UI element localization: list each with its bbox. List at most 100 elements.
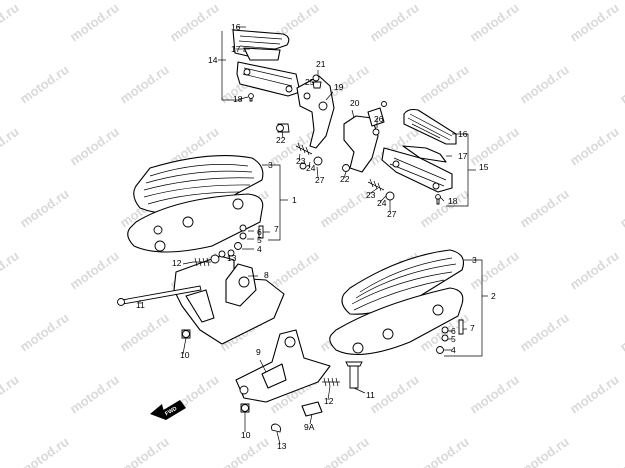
watermark-text: motod.ru: [417, 186, 472, 231]
part-number-label: 1: [292, 195, 297, 205]
bolt-11-left: [117, 285, 202, 306]
fasteners-4-7-left: [227, 224, 264, 257]
leader-line: [316, 166, 319, 179]
part-number-label: 17: [458, 151, 468, 161]
part-number-label: 15: [479, 162, 489, 172]
part-number-label: 11: [366, 390, 375, 400]
watermark-text: motod.ru: [567, 372, 622, 417]
part-number-label: 7: [274, 224, 279, 234]
part-number-label: 18: [448, 196, 458, 206]
part-number-label: 22: [340, 174, 350, 184]
part-number-label: 10: [180, 350, 190, 360]
leader-line: [325, 91, 334, 101]
leader-line: [439, 196, 445, 202]
part-number-label: 12: [324, 396, 334, 406]
leader-line: [351, 109, 355, 119]
watermark-text: motod.ru: [567, 124, 622, 169]
watermark-text: motod.ru: [517, 62, 572, 107]
watermark-text: motod.ru: [467, 0, 522, 44]
watermark-text: motod.ru: [67, 248, 122, 293]
mount-bracket-9: [235, 329, 331, 403]
watermark-text: motod.ru: [317, 186, 372, 231]
watermark-text: motod.ru: [467, 124, 522, 169]
part-number-label: 8: [264, 270, 269, 280]
leader-line: [368, 187, 379, 195]
part-number-label: 11: [136, 300, 145, 310]
watermark-text: motod.ru: [117, 310, 172, 355]
spring-12-13-left: [193, 250, 226, 267]
watermark-text: motod.ru: [0, 372, 22, 417]
watermark-text: motod.ru: [567, 0, 622, 44]
watermark-text: motod.ru: [117, 434, 172, 468]
watermark-text: motod.ru: [17, 62, 72, 107]
floorboard-right: [329, 249, 465, 355]
part-number-label: 3: [268, 160, 273, 170]
part-number-label: 16: [231, 22, 241, 32]
leader-line: [309, 413, 313, 425]
watermark-text: motod.ru: [117, 62, 172, 107]
bolt-10-left: [181, 329, 191, 339]
leader-line: [276, 431, 281, 445]
bolt-11-right: [345, 361, 363, 389]
leader-line: [379, 195, 387, 203]
watermark-text: motod.ru: [517, 434, 572, 468]
footrest-right-upper: [381, 108, 457, 205]
watermark-text: motod.ru: [0, 0, 22, 44]
leader-line: [311, 81, 315, 85]
watermark-text: motod.ru: [567, 248, 622, 293]
part-number-label: 5: [451, 334, 456, 344]
leader-line: [343, 171, 347, 179]
leader-line: [281, 129, 284, 139]
part-number-label: 25: [305, 77, 315, 87]
watermark-text: motod.ru: [617, 310, 625, 355]
part-number-label: 18: [233, 94, 243, 104]
watermark-text: motod.ru: [367, 372, 422, 417]
part-number-label: 4: [451, 345, 456, 355]
watermark-text: motod.ru: [367, 0, 422, 44]
watermark-text: motod.ru: [0, 248, 22, 293]
part-number-label: 16: [458, 129, 468, 139]
part-number-label: 6: [451, 326, 456, 336]
fwd-label: FWD: [164, 406, 178, 417]
part-number-label: 5: [257, 235, 262, 245]
fasteners-4-7-right: [436, 319, 464, 354]
part-number-label: 13: [277, 441, 287, 451]
mount-bracket-8: [173, 254, 285, 345]
spring-left-upper: [276, 124, 323, 170]
fwd-arrow-icon: FWD: [150, 400, 186, 420]
part-number-label: 17: [231, 44, 241, 54]
watermark-text: motod.ru: [417, 434, 472, 468]
part-number-label: 23: [366, 190, 376, 200]
watermark-text: motod.ru: [0, 124, 22, 169]
leader-line: [353, 387, 366, 394]
leader-line: [259, 359, 267, 373]
watermark-text: motod.ru: [617, 434, 625, 468]
part-number-label: 10: [241, 430, 251, 440]
watermark-text: motod.ru: [17, 434, 72, 468]
part-number-label: 26: [374, 114, 384, 124]
part-number-label: 27: [315, 175, 325, 185]
part-number-label: 2: [491, 291, 496, 301]
leader-line: [239, 96, 249, 100]
part-number-label: 19: [334, 82, 344, 92]
watermark-text: motod.ru: [67, 124, 122, 169]
leader-lines: [139, 26, 488, 445]
leader-line: [327, 385, 331, 401]
bracket-20-assembly: [342, 101, 387, 173]
part-number-label: 22: [276, 135, 286, 145]
floorboard-left: [127, 155, 264, 253]
leader-line: [308, 161, 311, 168]
watermark-text: motod.ru: [467, 372, 522, 417]
watermark-text: motod.ru: [317, 434, 372, 468]
part-number-label: 12: [172, 258, 182, 268]
part-number-label: 9: [256, 347, 261, 357]
part-number-label: 27: [387, 209, 397, 219]
watermark-text: motod.ru: [67, 0, 122, 44]
watermark-text: motod.ru: [617, 186, 625, 231]
leader-line: [182, 261, 194, 265]
watermark-text: motod.ru: [417, 62, 472, 107]
part-number-label: 23: [296, 156, 306, 166]
